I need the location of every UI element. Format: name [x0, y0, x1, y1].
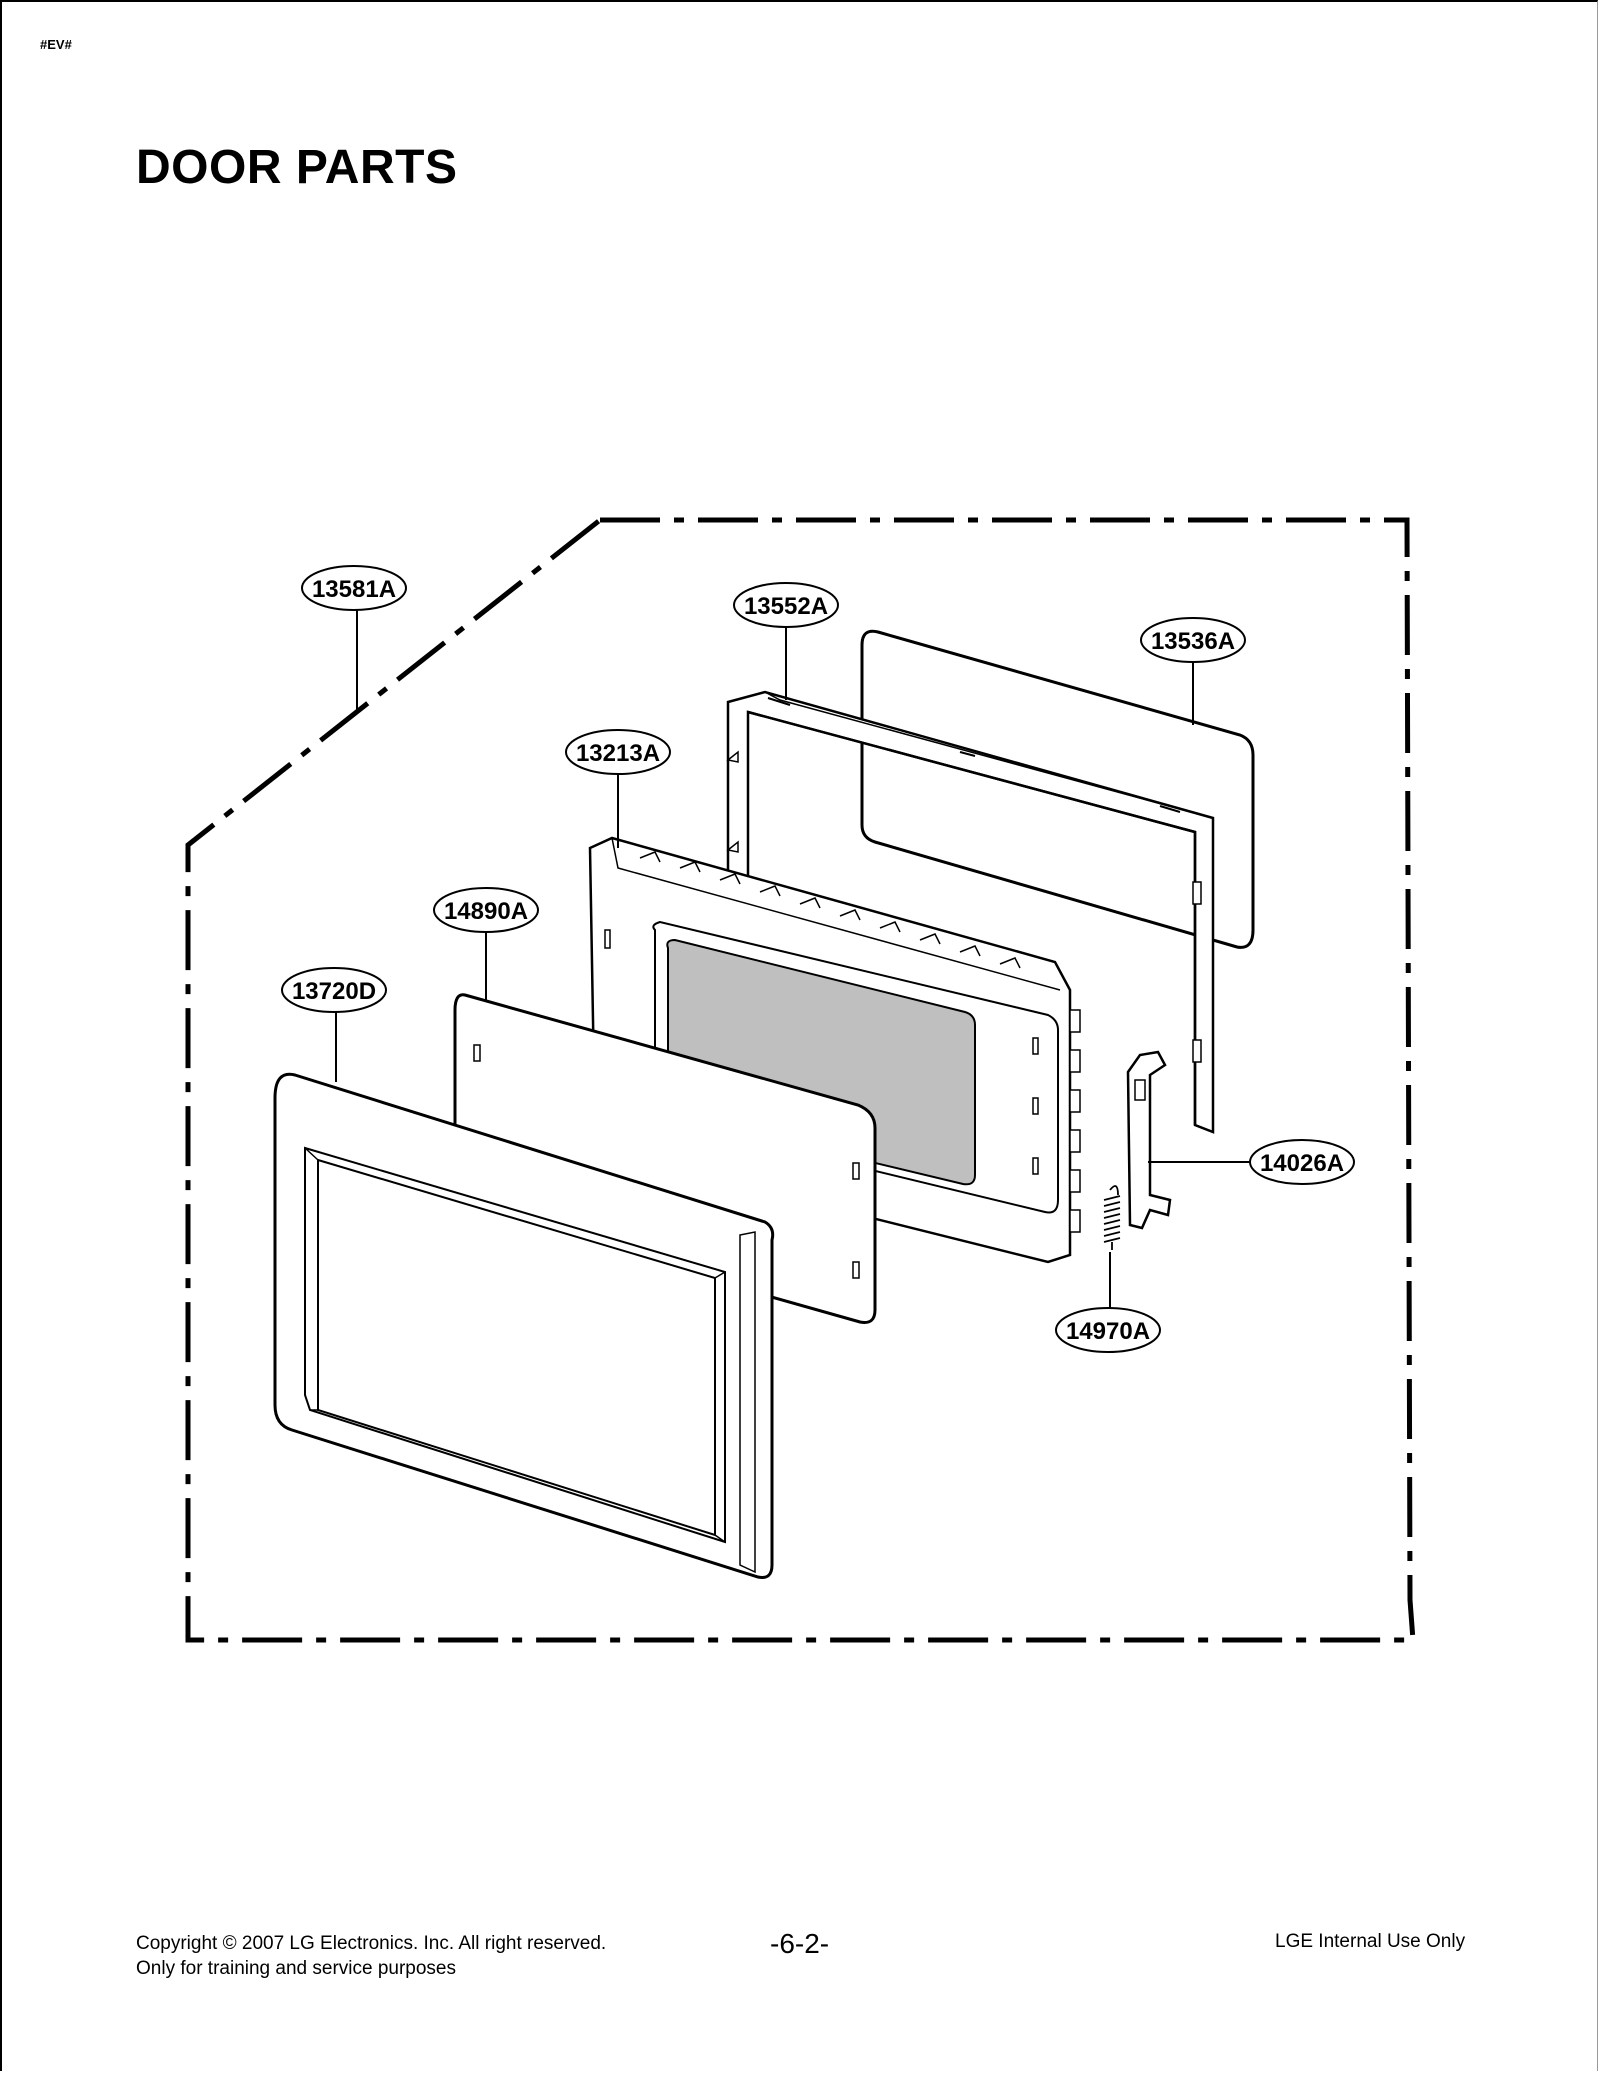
callout-13552A-oval: [733, 582, 839, 628]
callout-13581A-oval: [301, 565, 407, 611]
part-13552A-frame: [726, 690, 1215, 1134]
callout-13720D-label: 13720D: [292, 978, 376, 1005]
copyright-text: Copyright © 2007 LG Electronics. Inc. Al…: [136, 1933, 607, 1954]
callout-13536A-label: 13536A: [1151, 628, 1235, 655]
internal-use-text: LGE Internal Use Only: [1275, 1931, 1466, 1952]
document-code: #EV#: [40, 37, 72, 52]
callout-14026A-label: 14026A: [1260, 1150, 1344, 1177]
part-14970A-spring: [1103, 1185, 1121, 1250]
page-number: -6-2-: [770, 1928, 830, 1959]
assembly-boundary: [185, 517, 1416, 1643]
page-title: DOOR PARTS: [136, 141, 458, 194]
callout-14890A-label: 14890A: [444, 898, 528, 925]
callout-13213A-oval: [565, 729, 671, 775]
callouts: 13581A 13552A 13536A 13213A 14890A 13720…: [281, 565, 1355, 1353]
callout-13581A-label: 13581A: [312, 576, 396, 603]
callout-14970A-label: 14970A: [1066, 1318, 1150, 1345]
callout-14890A-oval: [433, 887, 539, 933]
callout-14970A-oval: [1055, 1307, 1161, 1353]
part-14026A-latch: [1126, 1050, 1172, 1230]
purpose-text: Only for training and service purposes: [136, 1958, 456, 1979]
callout-14026A-oval: [1249, 1139, 1355, 1185]
callout-13536A-oval: [1140, 617, 1246, 663]
callout-13213A-label: 13213A: [576, 740, 660, 767]
footer-left: Copyright © 2007 LG Electronics. Inc. Al…: [136, 1931, 606, 1981]
callout-13720D-oval: [281, 967, 387, 1013]
part-13720D-door-frame: [273, 1072, 775, 1579]
leader-lines: [335, 603, 1250, 1310]
callout-13552A-label: 13552A: [744, 593, 828, 620]
